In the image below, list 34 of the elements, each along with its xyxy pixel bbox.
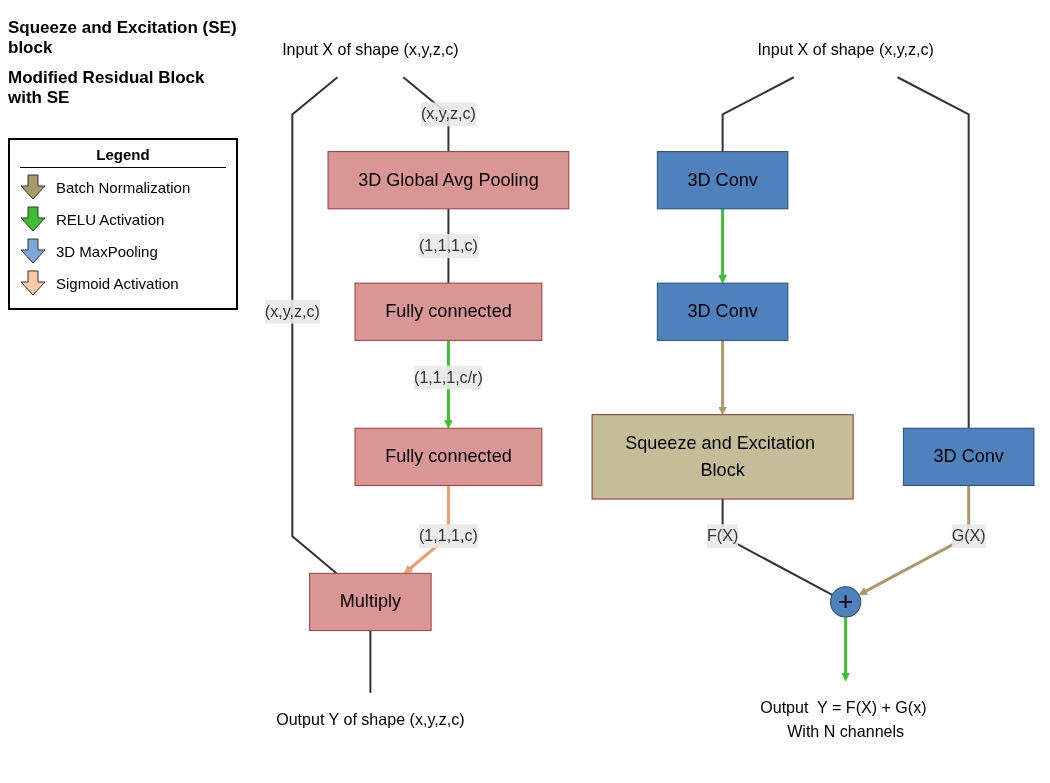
node-box: 3D Conv <box>656 151 789 210</box>
edge-label: (x,y,z,c) <box>420 105 476 123</box>
connector <box>897 76 970 429</box>
legend-label: 3D MaxPooling <box>56 242 158 260</box>
node-box: 3D Conv <box>656 283 789 342</box>
node-text: Input X of shape (x,y,z,c) <box>757 41 934 59</box>
edge-label: (1,1,1,c/r) <box>414 368 483 386</box>
edge-label: (1,1,1,c) <box>418 237 478 255</box>
legend-title: Legend <box>20 146 226 168</box>
edge-label: G(X) <box>951 527 986 545</box>
node-box: 3D Conv <box>902 428 1035 487</box>
connector <box>291 76 339 575</box>
panel-title: Squeeze and Excitation (SE) block <box>8 18 238 58</box>
panel-title: Modified Residual Block with SE <box>8 68 206 108</box>
arrow <box>718 340 728 416</box>
node-text: Input X of shape (x,y,z,c) <box>282 41 459 59</box>
connector <box>721 76 795 152</box>
edge-label: (1,1,1,c) <box>418 527 478 545</box>
edge-label: (x,y,z,c) <box>264 303 320 321</box>
node-circle: + <box>830 586 862 619</box>
legend-label: Sigmoid Activation <box>56 274 179 292</box>
node-box: Squeeze and Excitation Block <box>591 414 854 500</box>
legend-label: Batch Normalization <box>56 178 191 196</box>
node-box: Fully connected <box>354 428 543 487</box>
node-box: 3D Global Avg Pooling <box>327 151 570 210</box>
node-box: Multiply <box>309 573 432 632</box>
edge-label: F(X) <box>707 527 739 545</box>
node-box: Fully connected <box>354 283 543 342</box>
connector <box>369 631 372 694</box>
arrow <box>718 209 728 284</box>
node-text: Output Y of shape (x,y,z,c) <box>276 711 465 729</box>
legend-label: RELU Activation <box>56 210 165 228</box>
node-text: Output Y = F(X) + G(x) With N channels <box>760 699 927 741</box>
arrow <box>841 617 851 682</box>
